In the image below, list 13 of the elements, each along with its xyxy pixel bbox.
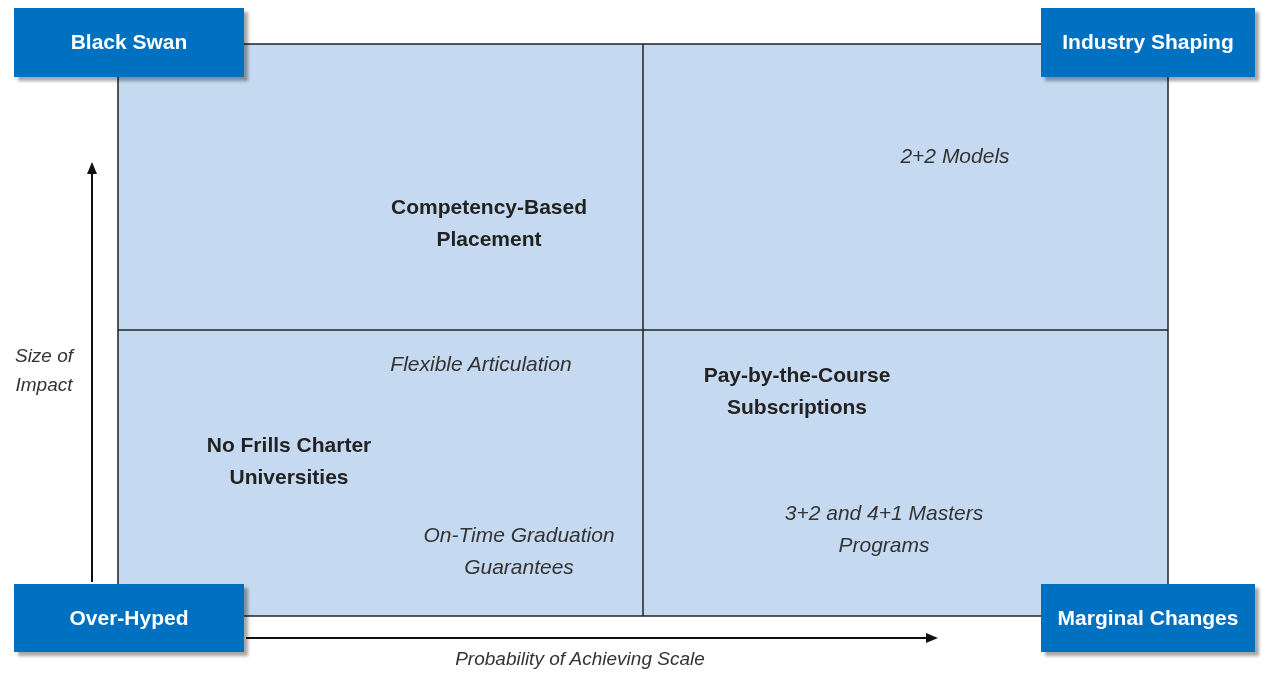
- matrix-item: 2+2 Models: [899, 143, 1011, 169]
- matrix-item: No Frills Charter Universities: [205, 432, 373, 490]
- matrix-item: On-Time Graduation Guarantees: [422, 522, 616, 580]
- axis-label: Size of Impact: [13, 344, 76, 397]
- quadrant-title-box: Black Swan: [14, 8, 244, 77]
- axis-label: Probability of Achieving Scale: [454, 647, 706, 671]
- matrix-item: Competency-Based Placement: [389, 194, 589, 252]
- matrix-item: Pay-by-the-Course Subscriptions: [702, 362, 892, 420]
- quadrant-title-box: Industry Shaping: [1041, 8, 1255, 77]
- quadrant-title-box: Over-Hyped: [14, 584, 244, 652]
- matrix-item: 3+2 and 4+1 Masters Programs: [783, 500, 985, 558]
- quadrant-title-box: Marginal Changes: [1041, 584, 1255, 652]
- matrix-item: Flexible Articulation: [389, 351, 573, 377]
